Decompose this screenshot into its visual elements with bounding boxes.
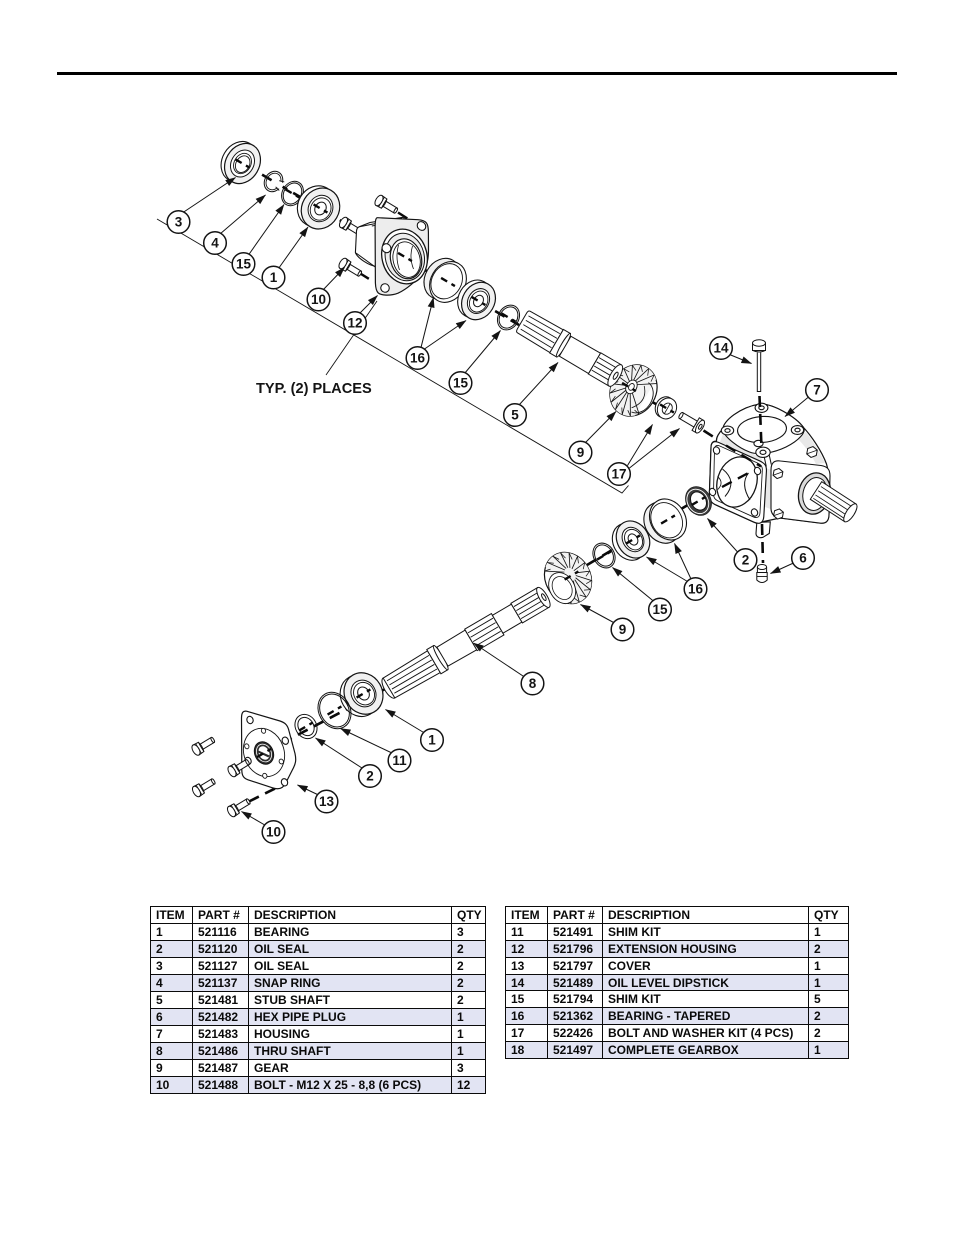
svg-text:9: 9 <box>619 622 627 637</box>
svg-text:16: 16 <box>410 351 426 366</box>
svg-text:2: 2 <box>366 769 374 784</box>
svg-text:17: 17 <box>611 467 626 482</box>
svg-text:15: 15 <box>236 257 252 272</box>
svg-text:13: 13 <box>319 794 335 809</box>
svg-text:1: 1 <box>428 733 436 748</box>
svg-text:1: 1 <box>270 270 278 285</box>
svg-text:10: 10 <box>266 825 281 840</box>
svg-text:TYP. (2) PLACES: TYP. (2) PLACES <box>256 381 372 397</box>
svg-text:7: 7 <box>813 383 821 398</box>
svg-text:12: 12 <box>347 316 362 331</box>
svg-text:5: 5 <box>511 408 519 423</box>
svg-text:4: 4 <box>211 236 219 251</box>
svg-text:10: 10 <box>311 292 326 307</box>
svg-text:15: 15 <box>652 602 668 617</box>
svg-text:6: 6 <box>799 551 807 566</box>
svg-text:8: 8 <box>529 676 537 691</box>
svg-text:2: 2 <box>742 553 750 568</box>
svg-text:11: 11 <box>392 753 407 768</box>
svg-text:16: 16 <box>688 582 704 597</box>
svg-text:14: 14 <box>713 341 729 356</box>
svg-text:9: 9 <box>577 445 585 460</box>
svg-text:15: 15 <box>453 376 469 391</box>
svg-text:3: 3 <box>175 215 183 230</box>
